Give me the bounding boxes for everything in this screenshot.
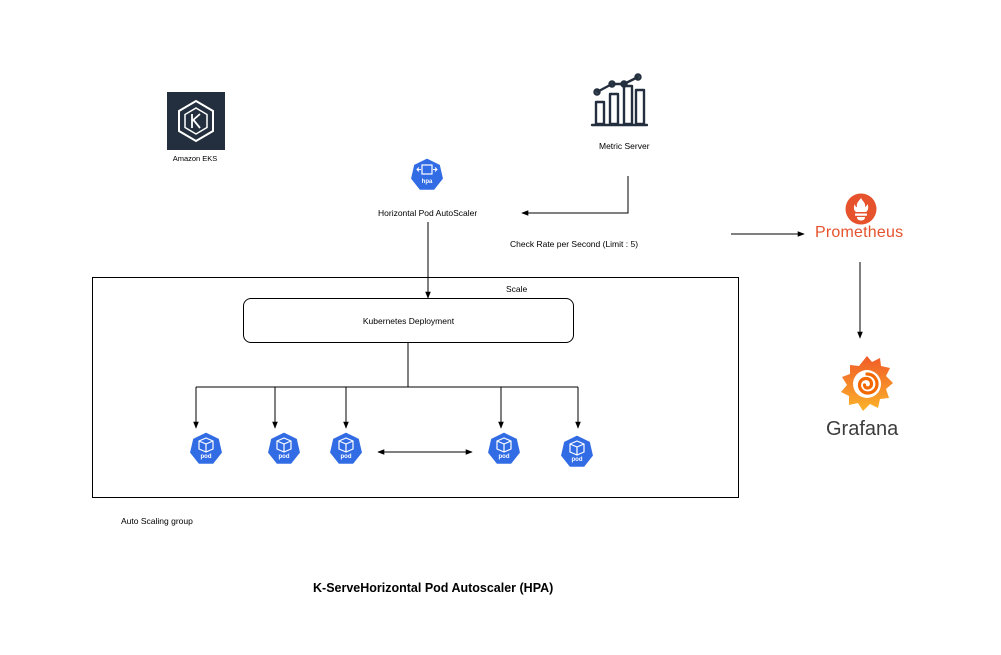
- pod-icon-text: pod: [340, 454, 352, 460]
- scale-group-label: Scale: [506, 284, 528, 294]
- grafana-label: Grafana: [826, 418, 899, 440]
- metric-server-icon: [590, 72, 649, 128]
- pod-icon-text: pod: [571, 457, 583, 463]
- pod-icon-text: pod: [200, 454, 212, 460]
- eks-label: Amazon EKS: [172, 154, 218, 163]
- kubernetes-deployment-label: Kubernetes Deployment: [362, 315, 455, 326]
- pod-icon: pod: [486, 431, 522, 467]
- hpa-icon: hpa: [409, 157, 445, 193]
- metric-server-label: Metric Server: [599, 141, 650, 151]
- check-rate-label: Check Rate per Second (Limit : 5): [510, 239, 639, 249]
- edge-metric-to-hpa: [521, 176, 629, 216]
- prometheus-label: Prometheus: [815, 224, 904, 241]
- kubernetes-deployment-node[interactable]: Kubernetes Deployment: [243, 298, 574, 343]
- prometheus-logo-icon: [845, 193, 877, 225]
- pod-icon: pod: [266, 431, 302, 467]
- pod-icon-text: pod: [278, 454, 290, 460]
- asg-label: Auto Scaling group: [121, 516, 193, 526]
- eks-logo-icon: [167, 92, 225, 150]
- scale-group-box: [92, 277, 739, 498]
- pod-icon: pod: [188, 431, 224, 467]
- grafana-logo-icon: [838, 352, 896, 416]
- hpa-label: Horizontal Pod AutoScaler: [378, 208, 478, 218]
- diagram-title: K-ServeHorizontal Pod Autoscaler (HPA): [313, 581, 554, 595]
- pod-icon-text: pod: [498, 454, 510, 460]
- pod-icon: pod: [559, 434, 595, 470]
- pod-icon: pod: [328, 431, 364, 467]
- hpa-icon-text: hpa: [421, 179, 433, 185]
